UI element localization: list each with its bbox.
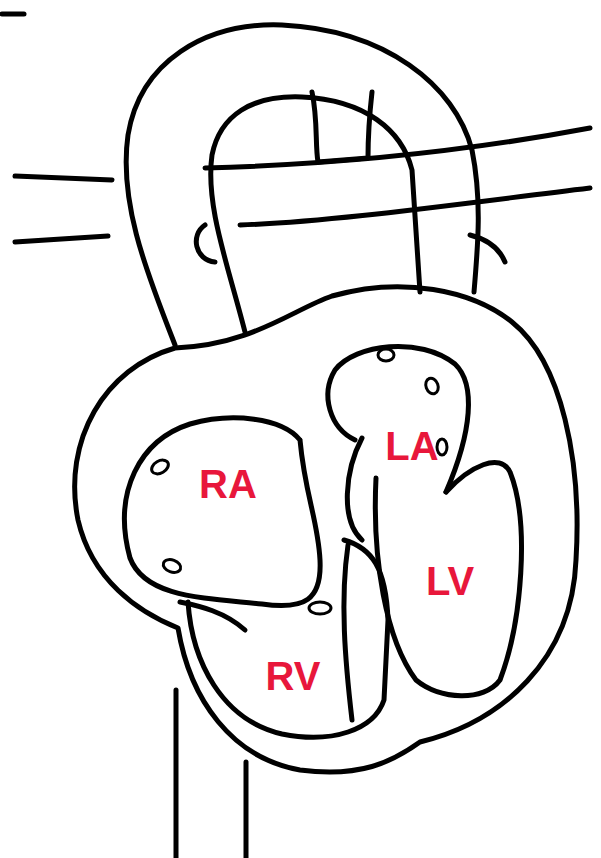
septum	[344, 545, 352, 720]
vessel-opening	[378, 349, 394, 361]
vessel-opening	[424, 376, 441, 395]
part-label: LV	[426, 561, 474, 601]
vessel-ring	[196, 225, 215, 262]
vessel-opening	[149, 457, 171, 476]
left-ventricle	[375, 463, 521, 696]
right-atrium	[125, 418, 321, 606]
corner-mark	[2, 12, 24, 17]
pulmonary-artery	[205, 128, 590, 168]
vena-cava	[244, 762, 249, 858]
part-label: RV	[266, 656, 321, 696]
aorta-outer	[126, 25, 478, 345]
mitral-flap	[347, 438, 362, 540]
arch-branch	[312, 92, 372, 162]
vessel-line	[15, 236, 108, 242]
vessel-opening	[161, 557, 182, 574]
vena-cava	[174, 690, 179, 858]
vessel-line	[15, 176, 112, 180]
pulmonary-artery	[240, 188, 590, 225]
part-label: LA	[385, 426, 438, 466]
pulmonary-branch	[470, 235, 505, 262]
vessel-opening	[309, 602, 331, 614]
part-label: RA	[199, 464, 257, 504]
right-ventricle	[188, 540, 388, 737]
heart-outline	[75, 287, 577, 772]
